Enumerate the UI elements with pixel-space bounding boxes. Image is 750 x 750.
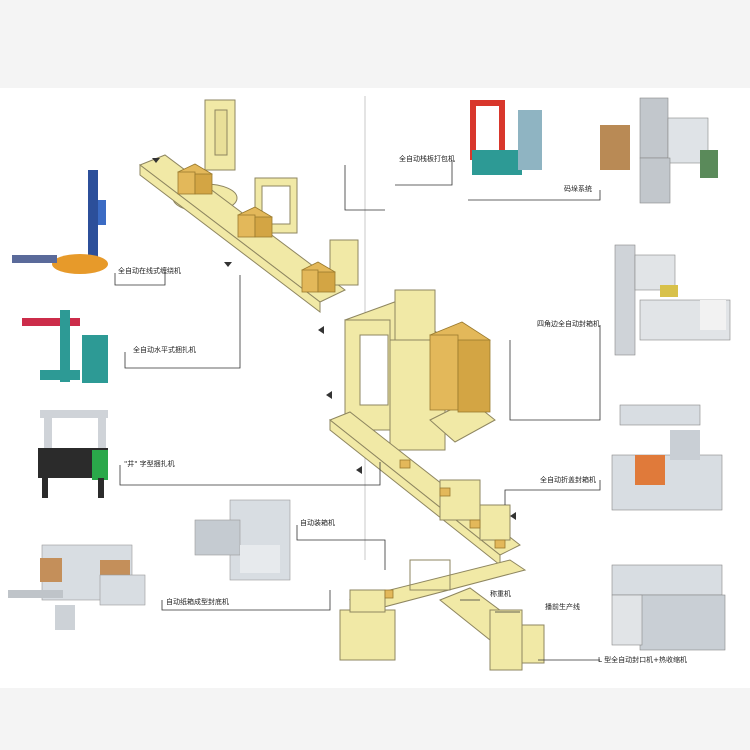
label-case-erector: 自动纸箱成型封底机 bbox=[166, 598, 229, 606]
label-pallet-strapping: 全自动栈板打包机 bbox=[399, 155, 455, 163]
label-palletizing: 码垛系统 bbox=[564, 185, 592, 193]
flow-arrows bbox=[152, 158, 516, 520]
label-wrapping-machine: 全自动在线式缠绕机 bbox=[118, 267, 181, 275]
case-erector-image bbox=[8, 544, 146, 630]
cross-strapping-image bbox=[38, 410, 108, 498]
l-sealer-image bbox=[611, 564, 726, 651]
label-four-corner-sealer: 四角边全自动封箱机 bbox=[537, 320, 600, 328]
horizontal-strapping-image bbox=[22, 310, 108, 383]
label-case-packer: 自动装箱机 bbox=[300, 519, 335, 527]
palletizing-image bbox=[600, 97, 718, 204]
boxes bbox=[177, 163, 506, 599]
label-cross-strapping: "井" 字型捆扎机 bbox=[124, 460, 175, 468]
case-packer-image bbox=[194, 499, 291, 581]
leader-lines bbox=[114, 160, 601, 661]
pallet-strapping-image bbox=[470, 100, 542, 175]
label-weighing: 称重机 bbox=[490, 590, 511, 598]
label-production-line: 播前生产线 bbox=[545, 603, 580, 611]
four-corner-sealer-image bbox=[614, 244, 731, 356]
label-l-sealer: L 型全自动封口机+热收缩机 bbox=[598, 656, 687, 664]
label-horizontal-strapping: 全自动水平式捆扎机 bbox=[133, 346, 196, 354]
flap-sealer-image bbox=[611, 404, 723, 511]
wrapping-machine-image bbox=[12, 170, 108, 274]
label-flap-sealer: 全自动折盖封箱机 bbox=[540, 476, 596, 484]
